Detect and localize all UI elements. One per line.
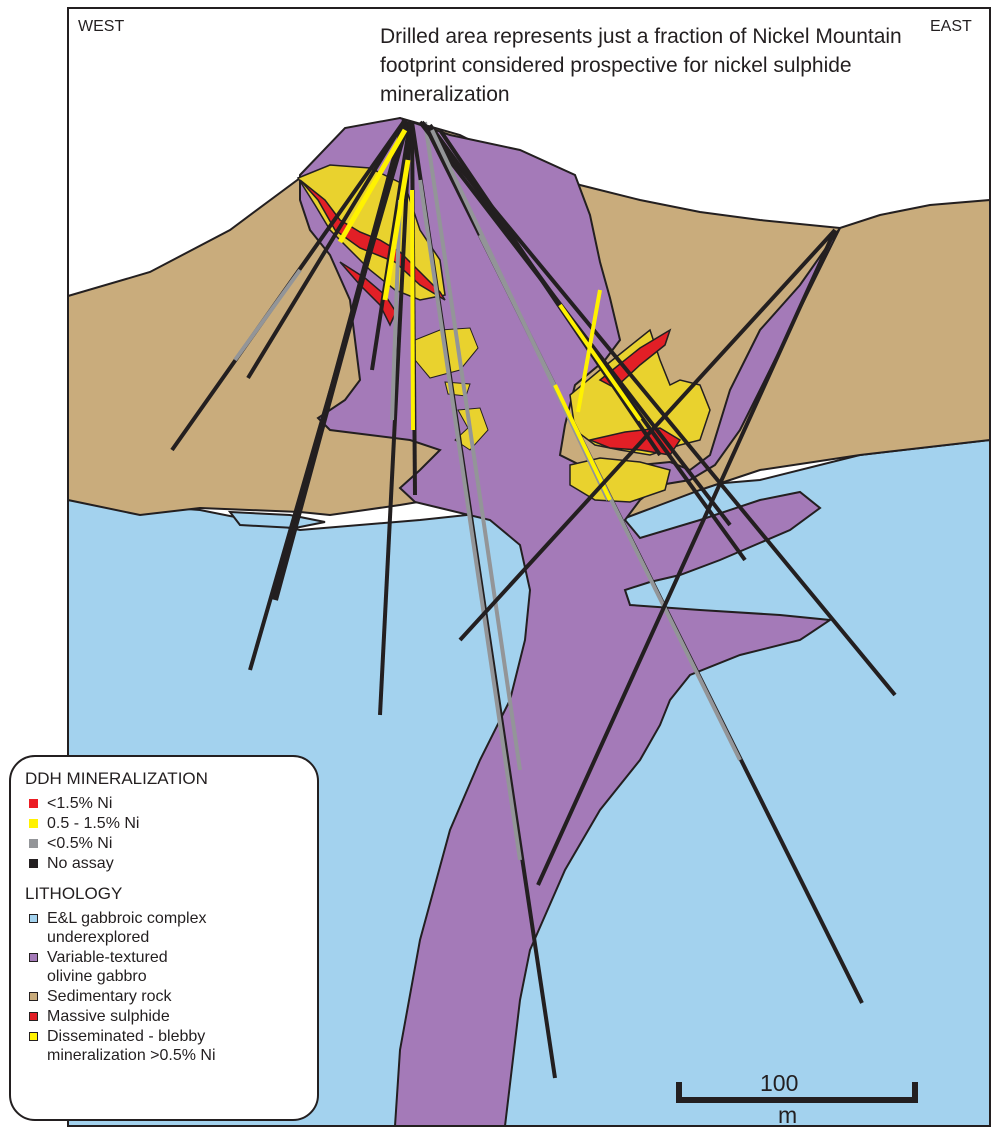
lithology-label: Variable-textured olivine gabbro <box>47 948 168 986</box>
lithology-swatch <box>29 953 38 962</box>
scale-value: 100 <box>760 1070 798 1097</box>
lithology-item: Variable-textured olivine gabbro <box>25 948 317 986</box>
mineralization-item: No assay <box>25 854 317 873</box>
section-note: Drilled area represents just a fraction … <box>380 22 940 109</box>
lithology-swatch <box>29 1032 38 1041</box>
mineralization-label: <0.5% Ni <box>47 834 112 853</box>
mineralization-swatch <box>29 859 38 868</box>
lithology-item: E&L gabbroic complex underexplored <box>25 909 317 947</box>
lithology-swatch <box>29 914 38 923</box>
legend-mineralization-heading: DDH MINERALIZATION <box>25 769 317 789</box>
mineralization-label: No assay <box>47 854 114 873</box>
lithology-swatch <box>29 992 38 1001</box>
mineralization-item: <1.5% Ni <box>25 794 317 813</box>
lithology-label: Sedimentary rock <box>47 987 172 1006</box>
mineralization-swatch <box>29 819 38 828</box>
lithology-item: Massive sulphide <box>25 1007 317 1026</box>
drill-hole-7-yellow <box>412 190 413 430</box>
lithology-label: Massive sulphide <box>47 1007 170 1026</box>
scale-unit: m <box>778 1102 797 1129</box>
mineralization-swatch <box>29 799 38 808</box>
lithology-item: Sedimentary rock <box>25 987 317 1006</box>
lithology-label: E&L gabbroic complex underexplored <box>47 909 207 947</box>
mineralization-label: <1.5% Ni <box>47 794 112 813</box>
mineralization-item: 0.5 - 1.5% Ni <box>25 814 317 833</box>
mineralization-label: 0.5 - 1.5% Ni <box>47 814 139 833</box>
lithology-item: Disseminated - blebby mineralization >0.… <box>25 1027 317 1065</box>
mineralization-swatch <box>29 839 38 848</box>
lithology-swatch <box>29 1012 38 1021</box>
west-label: WEST <box>78 18 124 36</box>
lithology-label: Disseminated - blebby mineralization >0.… <box>47 1027 216 1065</box>
legend-lithology-heading: LITHOLOGY <box>25 884 317 904</box>
mineralization-item: <0.5% Ni <box>25 834 317 853</box>
